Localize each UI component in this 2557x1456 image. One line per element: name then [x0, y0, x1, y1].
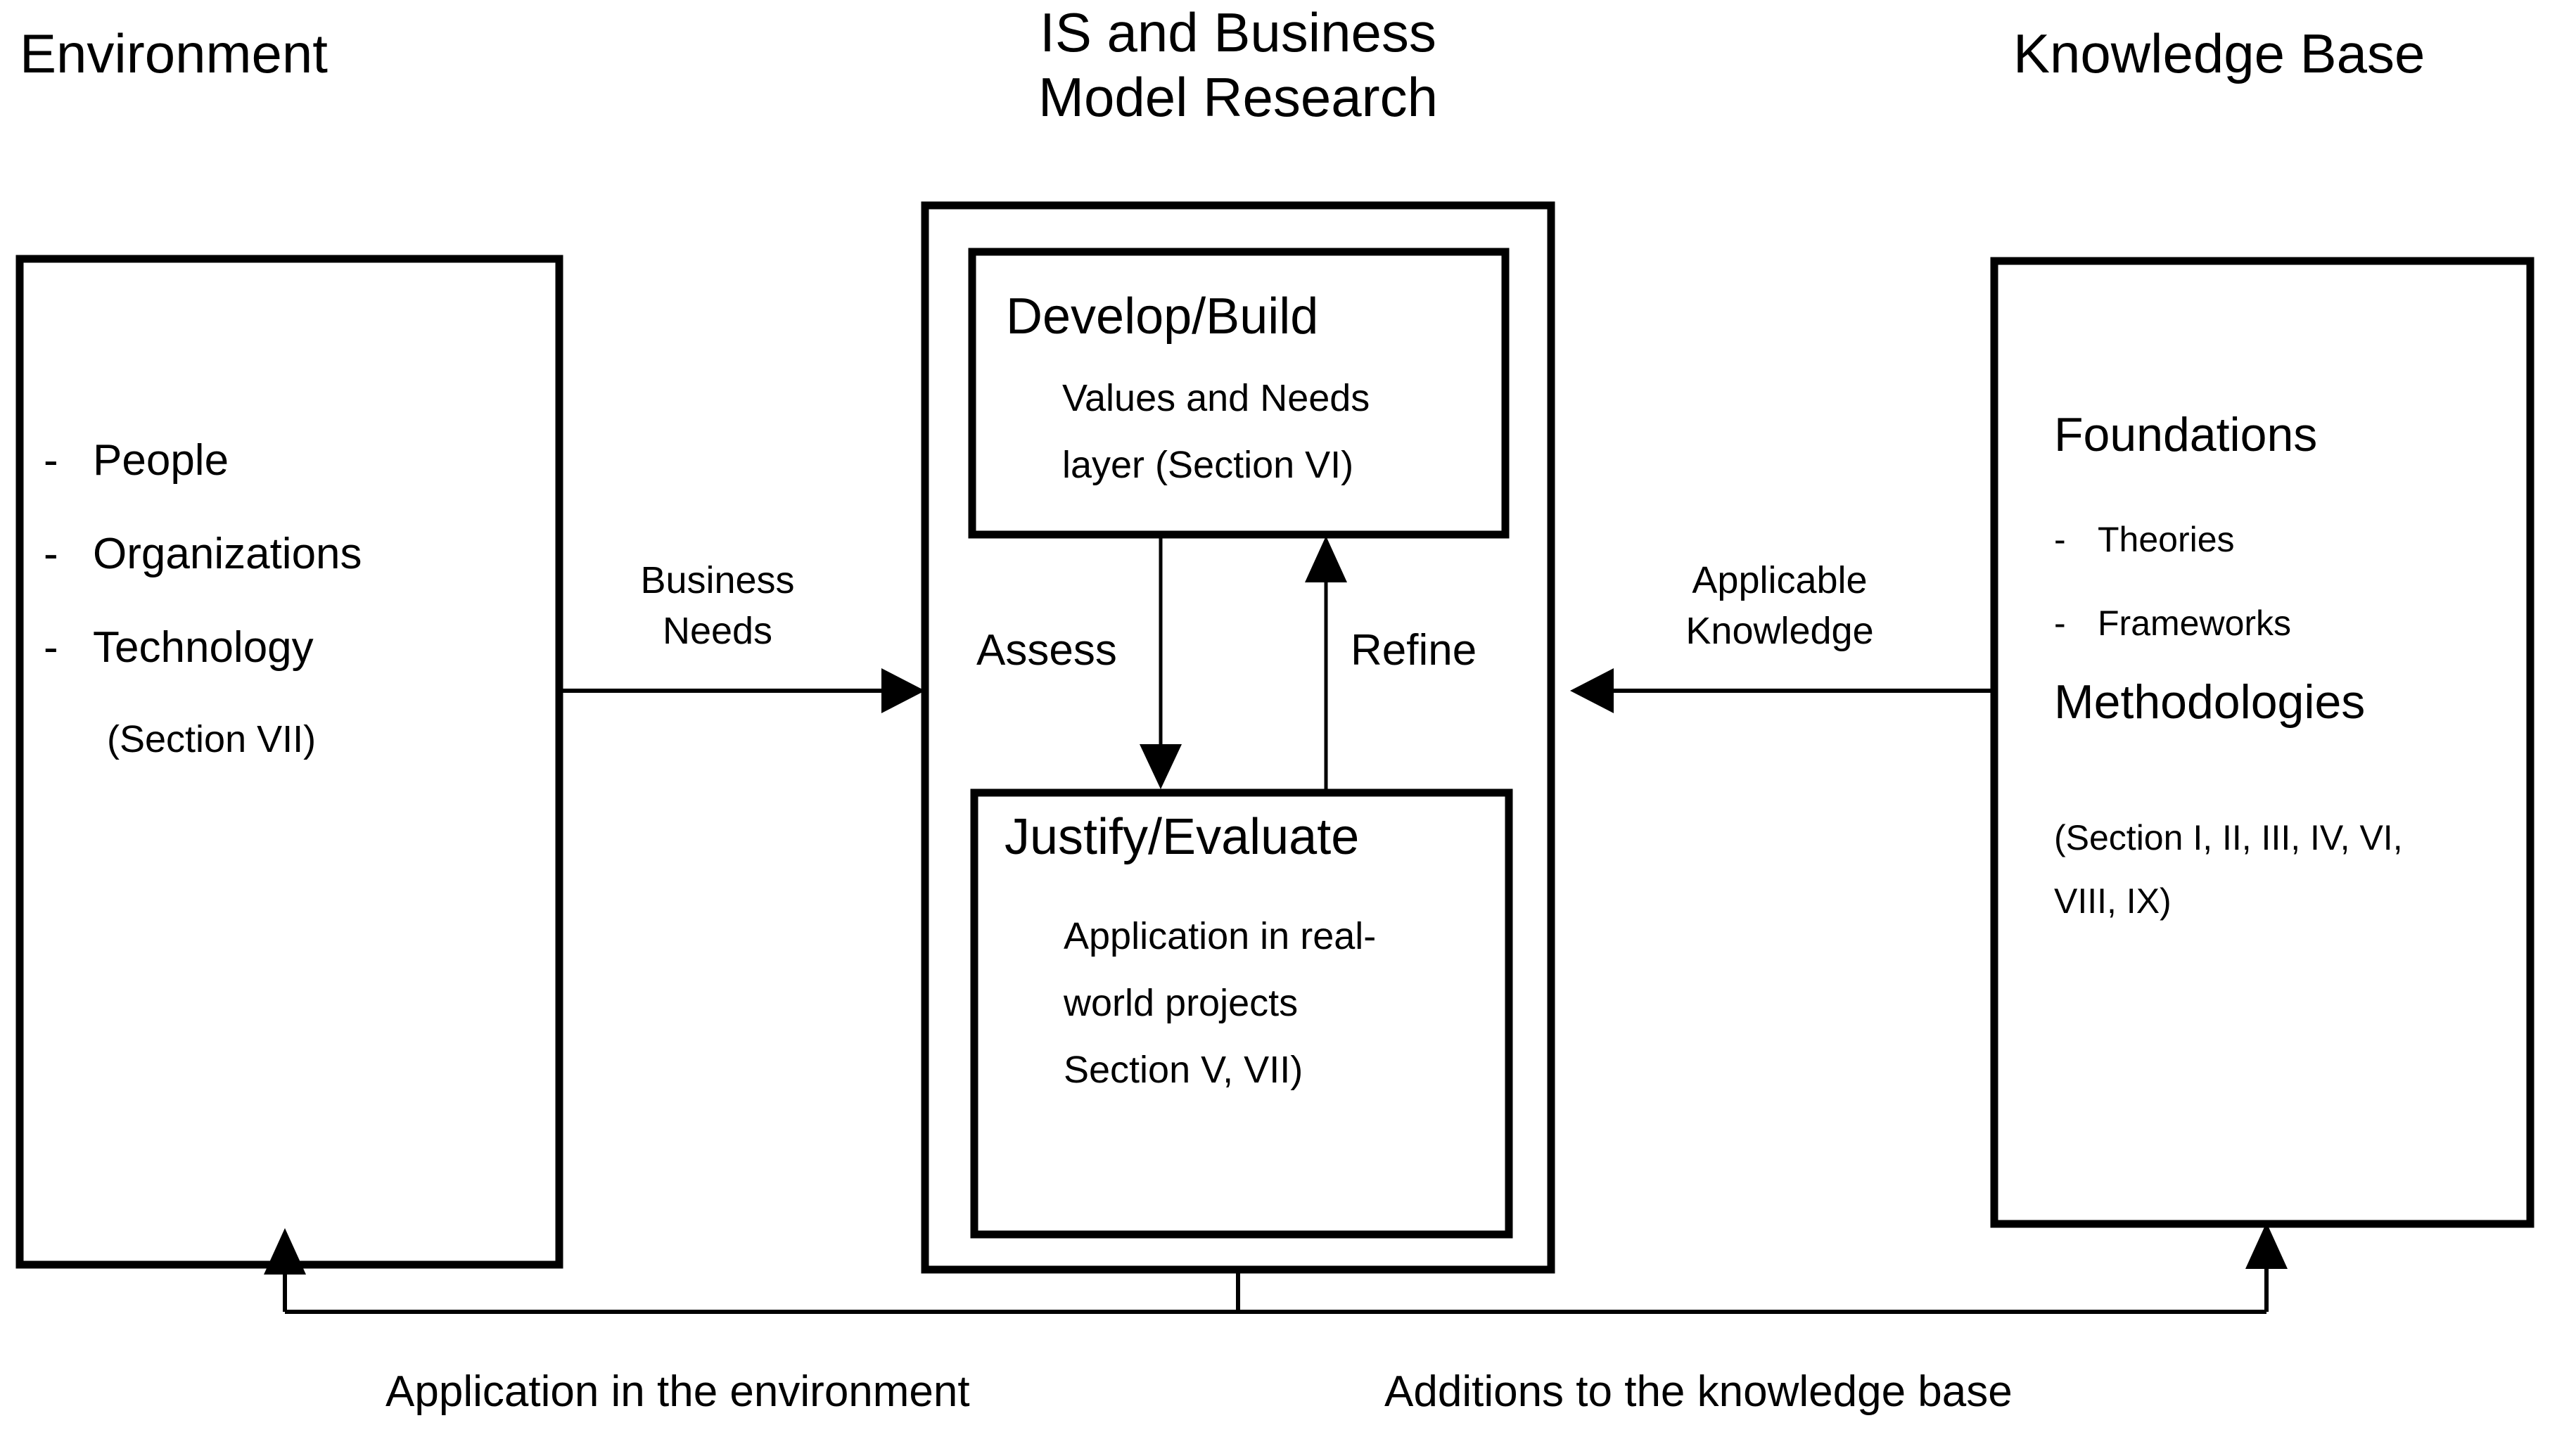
- business-needs-label-line1: Business: [640, 559, 795, 601]
- knowledge-base-box-outline: [1990, 257, 2534, 1228]
- additions-knowledge-arrowhead: [2245, 1222, 2288, 1269]
- refine-arrowhead: [1305, 536, 1347, 582]
- bullet-dash-icon: -: [44, 529, 58, 578]
- bullet-dash-icon: -: [44, 622, 58, 672]
- column-title-knowledge-base: Knowledge Base: [2013, 23, 2425, 84]
- knowledge-section-note-line2: VIII, IX): [2054, 881, 2172, 921]
- column-title-environment: Environment: [20, 23, 328, 84]
- develop-build-detail-line1: Values and Needs: [1062, 377, 1370, 419]
- applicable-knowledge-arrowhead: [1570, 668, 1614, 713]
- foundations-heading: Foundations: [2054, 408, 2318, 461]
- bullet-dash-icon: -: [44, 435, 58, 485]
- foundations-item-frameworks: Frameworks: [2098, 603, 2292, 643]
- column-title-research-line2: Model Research: [1038, 66, 1438, 128]
- develop-build-heading: Develop/Build: [1006, 288, 1319, 345]
- business-needs-arrowhead: [881, 668, 925, 713]
- column-title-research-line1: IS and Business: [1040, 1, 1436, 63]
- application-environment-arrowhead: [264, 1228, 306, 1275]
- research-outer-box-outline: [921, 201, 1555, 1274]
- assess-arrowhead: [1140, 744, 1182, 789]
- justify-evaluate-detail-line3: Section V, VII): [1064, 1049, 1303, 1091]
- assess-label: Assess: [976, 626, 1117, 675]
- applicable-knowledge-label-line1: Applicable: [1692, 559, 1868, 601]
- environment-list-item: - Technology: [44, 622, 362, 673]
- foundations-bullet-list: - Theories - Frameworks: [2054, 492, 2291, 670]
- refine-label: Refine: [1351, 626, 1477, 675]
- environment-item-technology: Technology: [93, 622, 314, 672]
- environment-list-item: - Organizations: [44, 528, 362, 580]
- bullet-dash-icon: -: [2054, 519, 2066, 559]
- application-in-environment-label: Application in the environment: [385, 1367, 970, 1416]
- foundations-list-item: - Frameworks: [2054, 603, 2291, 644]
- justify-evaluate-box-outline: [970, 788, 1513, 1239]
- applicable-knowledge-label-line2: Knowledge: [1685, 610, 1874, 652]
- foundations-item-theories: Theories: [2098, 519, 2235, 559]
- justify-evaluate-detail-line1: Application in real-: [1064, 915, 1377, 957]
- knowledge-section-note-line1: (Section I, II, III, IV, VI,: [2054, 818, 2403, 857]
- develop-build-box-outline: [968, 248, 1510, 539]
- bullet-dash-icon: -: [2054, 603, 2066, 643]
- business-needs-label-line2: Needs: [662, 610, 773, 652]
- justify-evaluate-detail-line2: world projects: [1064, 982, 1299, 1024]
- justify-evaluate-heading: Justify/Evaluate: [1005, 809, 1360, 865]
- environment-list-item: - People: [44, 435, 362, 486]
- additions-to-knowledge-base-label: Additions to the knowledge base: [1384, 1367, 2013, 1416]
- foundations-list-item: - Theories: [2054, 519, 2291, 561]
- environment-item-organizations: Organizations: [93, 529, 362, 578]
- develop-build-detail-line2: layer (Section VI): [1062, 444, 1354, 486]
- environment-item-people: People: [93, 435, 229, 485]
- environment-section-note: (Section VII): [107, 718, 317, 760]
- methodologies-heading: Methodologies: [2054, 675, 2366, 729]
- environment-bullet-list: - People - Organizations - Technology: [44, 408, 362, 699]
